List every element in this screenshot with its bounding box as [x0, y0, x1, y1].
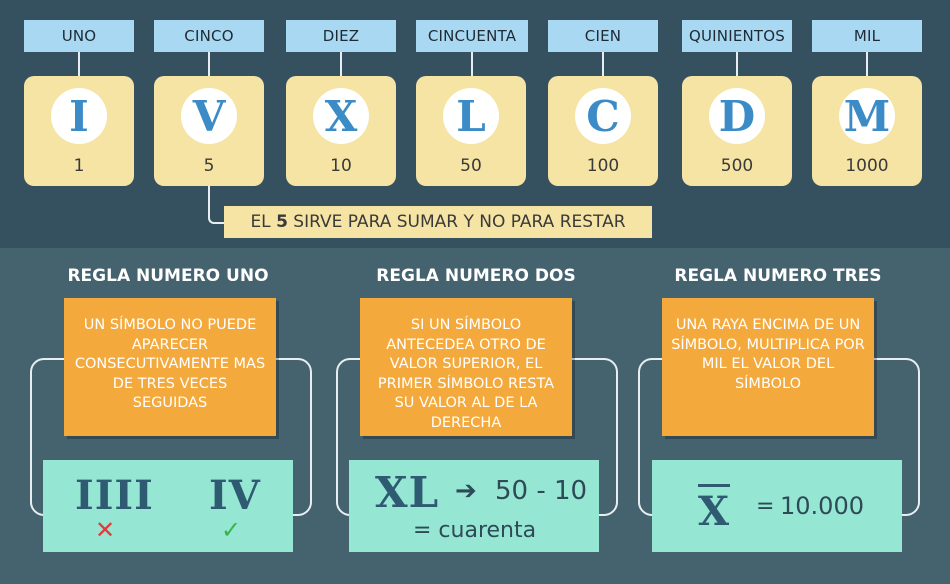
numeral-symbol: C — [575, 88, 631, 144]
connector-line — [340, 52, 342, 76]
arrow-right-icon: ➔ — [455, 476, 477, 506]
numeral-value: 1000 — [845, 156, 889, 176]
numeral-card: V 5 — [154, 76, 264, 186]
rule-title: REGLA NUMERO DOS — [376, 266, 576, 286]
cross-icon: ✕ — [95, 516, 116, 544]
note-connector — [208, 186, 226, 224]
rule-description: SI UN SÍMBOLO ANTECEDEA OTRO DE VALOR SU… — [360, 298, 572, 436]
numeral-value: 10 — [330, 156, 352, 176]
multiplied-value: 10.000 — [780, 492, 864, 520]
numeral-name-label: CINCO — [154, 20, 264, 52]
numeral-card: C 100 — [548, 76, 658, 186]
rule-example-box: XL ➔ 50 - 10 = cuarenta — [349, 460, 599, 552]
numeral-name-label: DIEZ — [286, 20, 396, 52]
note-prefix: EL — [250, 212, 277, 232]
numeral-value: 5 — [203, 156, 215, 176]
numeral-value: 500 — [720, 156, 754, 176]
correct-example: IV — [209, 472, 261, 519]
numeral-symbol: V — [181, 88, 237, 144]
numeral-name-label: CIEN — [548, 20, 658, 52]
rule-example-box: X = 10.000 — [652, 460, 902, 552]
rule-description: UNA RAYA ENCIMA DE UN SÍMBOLO, MULTIPLIC… — [662, 298, 874, 436]
note-banner: EL 5 SIRVE PARA SUMAR Y NO PARA RESTAR — [224, 206, 652, 238]
numeral-symbol: L — [443, 88, 499, 144]
numeral-value: 50 — [460, 156, 482, 176]
note-suffix: SIRVE PARA SUMAR Y NO PARA RESTAR — [287, 212, 626, 232]
numeral-card: L 50 — [416, 76, 526, 186]
connector-line — [78, 52, 80, 76]
numeral-card: D 500 — [682, 76, 792, 186]
subtraction-example: XL — [375, 468, 440, 517]
numeral-symbol: M — [839, 88, 895, 144]
numeral-symbol: I — [51, 88, 107, 144]
connector-line — [602, 52, 604, 76]
numeral-card: X 10 — [286, 76, 396, 186]
connector-line — [866, 52, 868, 76]
numeral-value: 100 — [586, 156, 620, 176]
numeral-symbol: X — [313, 88, 369, 144]
numeral-symbol: D — [709, 88, 765, 144]
rule-title: REGLA NUMERO UNO — [67, 266, 269, 286]
rule-example-box: IIII ✕ IV ✓ — [43, 460, 293, 552]
numeral-card: M 1000 — [812, 76, 922, 186]
rule-description: UN SÍMBOLO NO PUEDE APARECER CONSECUTIVA… — [64, 298, 276, 436]
numeral-name-label: UNO — [24, 20, 134, 52]
equals-sign: = — [756, 494, 775, 519]
overline-bar — [698, 484, 730, 487]
connector-line — [208, 52, 210, 76]
subtraction-calc: 50 - 10 — [495, 476, 588, 506]
connector-line — [471, 52, 473, 76]
wrong-example: IIII — [75, 472, 154, 519]
numeral-name-label: MIL — [812, 20, 922, 52]
check-icon: ✓ — [221, 516, 242, 544]
rule-title: REGLA NUMERO TRES — [674, 266, 882, 286]
numeral-card: I 1 — [24, 76, 134, 186]
numeral-name-label: QUINIENTOS — [682, 20, 792, 52]
connector-line — [736, 52, 738, 76]
numeral-value: 1 — [73, 156, 85, 176]
numeral-name-label: CINCUENTA — [416, 20, 528, 52]
note-highlight: 5 — [276, 212, 288, 232]
subtraction-result: = cuarenta — [413, 518, 537, 543]
multiplied-symbol: X — [698, 488, 731, 535]
